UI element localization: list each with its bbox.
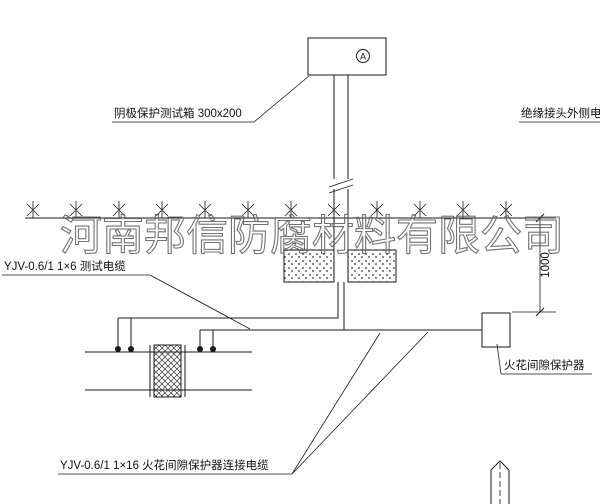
weld-point [197,346,203,352]
test-box-callout: 阴极保护测试箱 300x200 [112,75,310,123]
leader-line [2,274,251,330]
ground-line [25,201,525,219]
dimension-ticks [535,213,545,317]
weld-point [128,346,134,352]
leader-line [58,331,429,475]
pipe-break-symbol [328,178,354,194]
pipeline [85,344,252,398]
test-cable-callout: YJV-0.6/1 1×6 测试电缆 [2,260,251,330]
protector-cable-label: YJV-0.6/1 1×16 火花间隙保护器连接电缆 [60,458,269,472]
company-watermark: 河南邦信防腐材料有限公司 [60,212,564,259]
test-box: A [307,37,387,76]
insulating-joint [153,344,182,398]
riser-symbol [490,460,510,504]
protector-callout: 火花间隙保护器 [496,343,592,375]
meter-circle [356,49,370,63]
protector-label: 火花间隙保护器 [504,358,585,372]
spark-gap-protector [481,312,511,348]
soil-marks [26,201,513,218]
dimension-text: 1000 [540,252,552,278]
dimension-1000: 1000 [512,213,556,317]
weld-point [115,346,121,352]
cable-runs [115,282,482,352]
leader-line [496,343,592,375]
outer-cable-label: 绝缘接头外侧电缆 [521,106,600,120]
outer-cable-callout: 绝缘接头外侧电缆 [519,106,600,123]
weld-point [210,346,216,352]
leader-line [112,75,310,123]
concrete-blocks [283,249,397,283]
test-box-label: 阴极保护测试箱 300x200 [114,106,242,120]
meter-letter: A [360,52,366,62]
joint-flanges [149,345,186,397]
protector-cable-callout: YJV-0.6/1 1×16 火花间隙保护器连接电缆 [58,331,429,475]
test-cable-label: YJV-0.6/1 1×6 测试电缆 [4,260,126,273]
